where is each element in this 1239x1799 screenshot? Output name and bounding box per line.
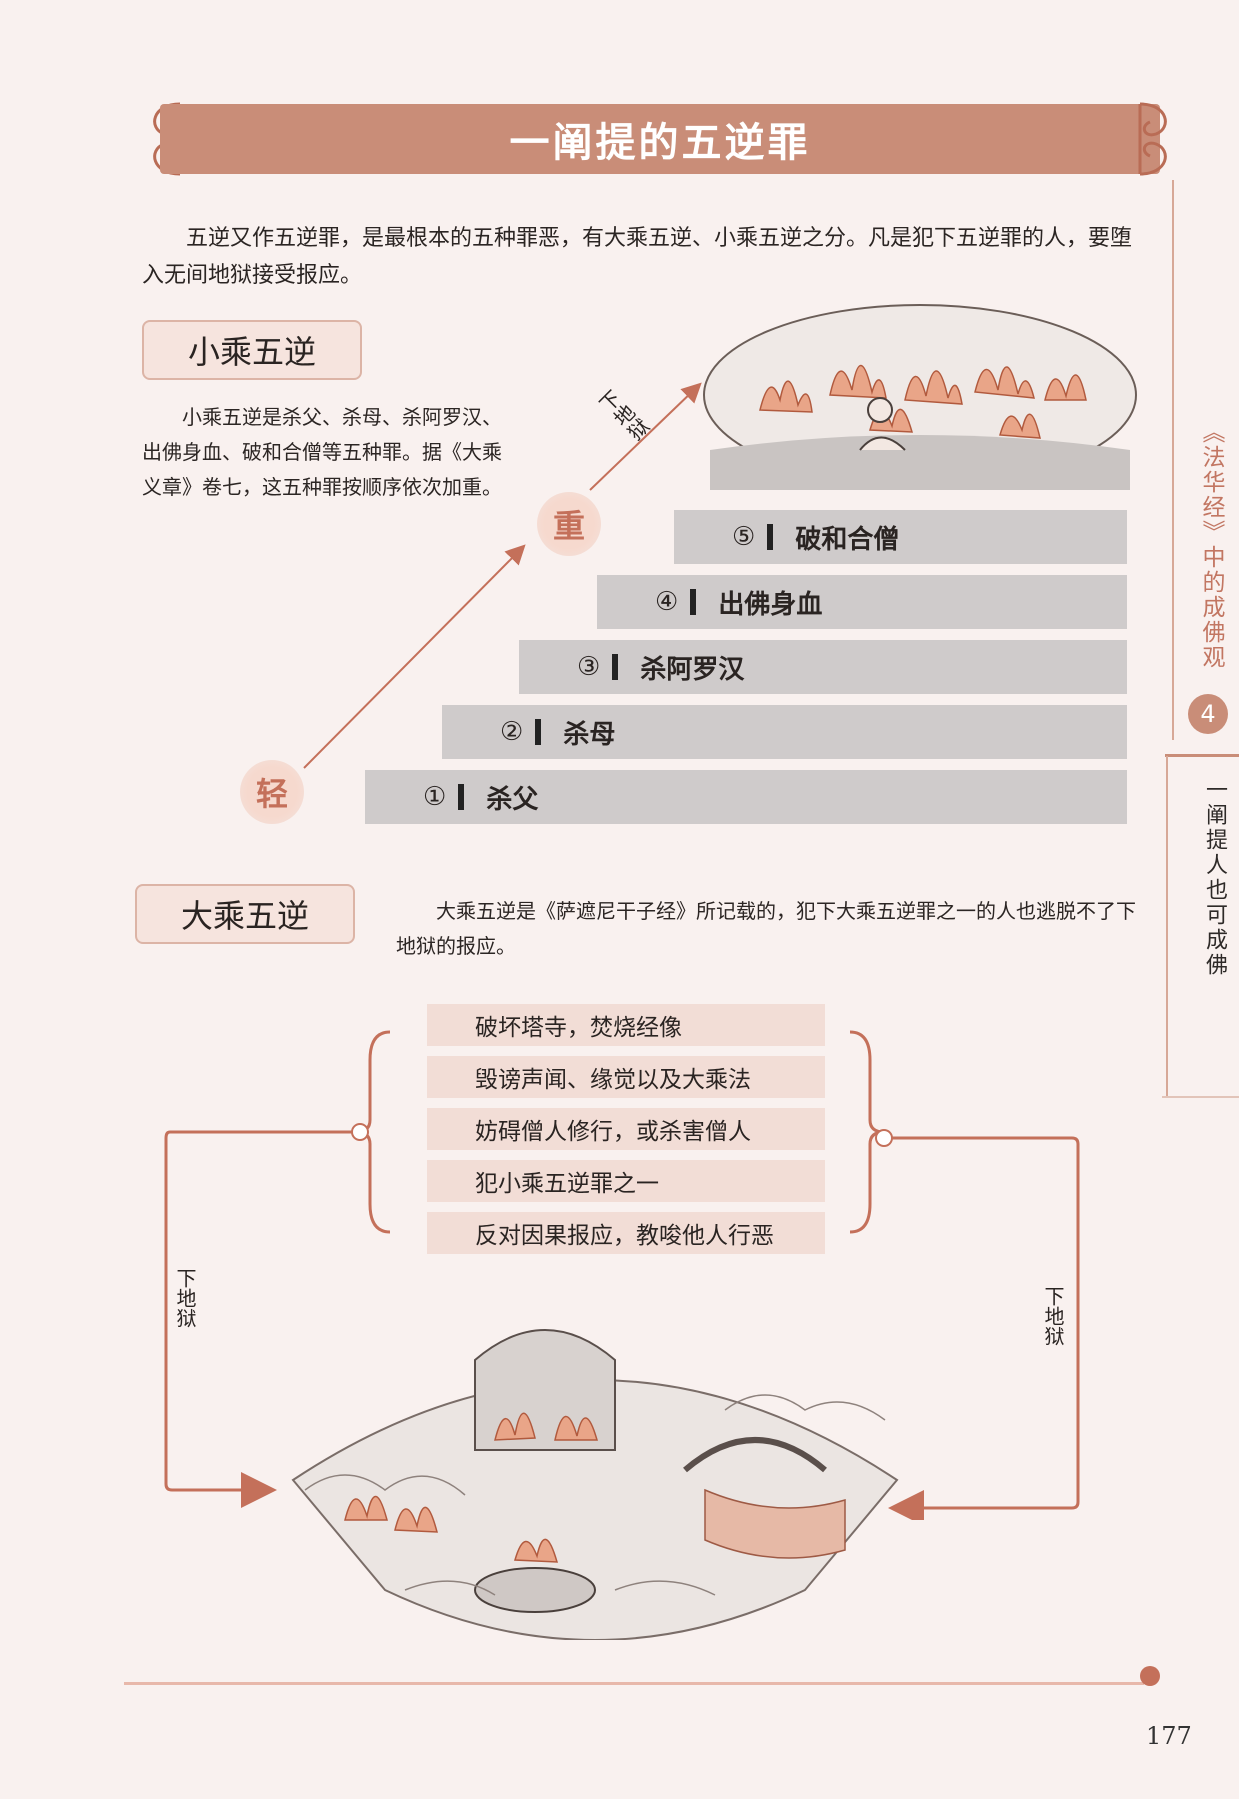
step-label: 破和合僧 [795,524,900,555]
step-divider [458,784,465,810]
page-number: 177 [1146,1722,1192,1750]
step-label: 杀母 [563,719,616,750]
list-item: 破坏塔寺，焚烧经像 [427,1004,825,1046]
title-banner: 一阐提的五逆罪 [160,104,1160,174]
hell-fire-illustration [703,304,1137,490]
step-divider [767,524,774,550]
sidebar-divider [1165,754,1239,757]
list-item: 反对因果报应，教唆他人行恶 [427,1212,825,1254]
chapter-title: 《法华经》中的成佛观 [1198,420,1224,670]
footer-dot [1140,1666,1160,1686]
step-label: 杀父 [486,784,539,815]
section-label: 一阐提人也可成佛 [1202,778,1227,978]
sidebar-rule [1172,180,1174,740]
stair-step-4: ④ 出佛身血 [597,575,1127,629]
large-vehicle-heading: 大乘五逆 [135,884,355,944]
list-item: 犯小乘五逆罪之一 [427,1160,825,1202]
light-badge: 轻 [240,760,304,824]
bracket-connectors [164,1030,1080,1520]
list-item: 毁谤声闻、缘觉以及大乘法 [427,1056,825,1098]
hell-label-left: 下地狱 [173,1268,197,1328]
step-divider [612,654,619,680]
list-item: 妨碍僧人修行，或杀害僧人 [427,1108,825,1150]
step-divider [535,719,542,745]
step-number: ⑤ [732,522,756,552]
step-number: ② [500,717,524,747]
small-vehicle-description: 小乘五逆是杀父、杀母、杀阿罗汉、出佛身血、破和合僧等五种罪。据《大乘义章》卷七，… [142,405,502,499]
page-title: 一阐提的五逆罪 [509,120,811,166]
large-vehicle-description: 大乘五逆是《萨遮尼干子经》所记载的，犯下大乘五逆罪之一的人也逃脱不了下地狱的报应… [396,899,1136,958]
hell-fan-illustration [291,1329,899,1640]
footer-rule [124,1682,1144,1685]
sidebar-bottom-rule [1162,1096,1239,1098]
step-label: 出佛身血 [718,589,823,620]
severity-arrow [303,382,702,769]
hell-label-right: 下地狱 [1041,1286,1065,1346]
scroll-ornament-right-icon [1138,102,1167,176]
step-divider [690,589,697,615]
chapter-number-badge: 4 [1188,694,1228,734]
intro-paragraph: 五逆又作五逆罪，是最根本的五种罪恶，有大乘五逆、小乘五逆之分。凡是犯下五逆罪的人… [142,226,1133,288]
step-number: ③ [577,652,601,682]
step-number: ④ [655,587,679,617]
step-number: ① [423,782,447,812]
step-label: 杀阿罗汉 [640,654,745,685]
stair-step-5: ⑤ 破和合僧 [674,510,1127,564]
stair-step-2: ② 杀母 [442,705,1127,759]
heavy-badge: 重 [537,492,601,556]
small-vehicle-heading: 小乘五逆 [142,320,362,380]
stair-step-3: ③ 杀阿罗汉 [519,640,1127,694]
sidebar-section-rule [1166,756,1168,1096]
stair-step-1: ① 杀父 [365,770,1127,824]
